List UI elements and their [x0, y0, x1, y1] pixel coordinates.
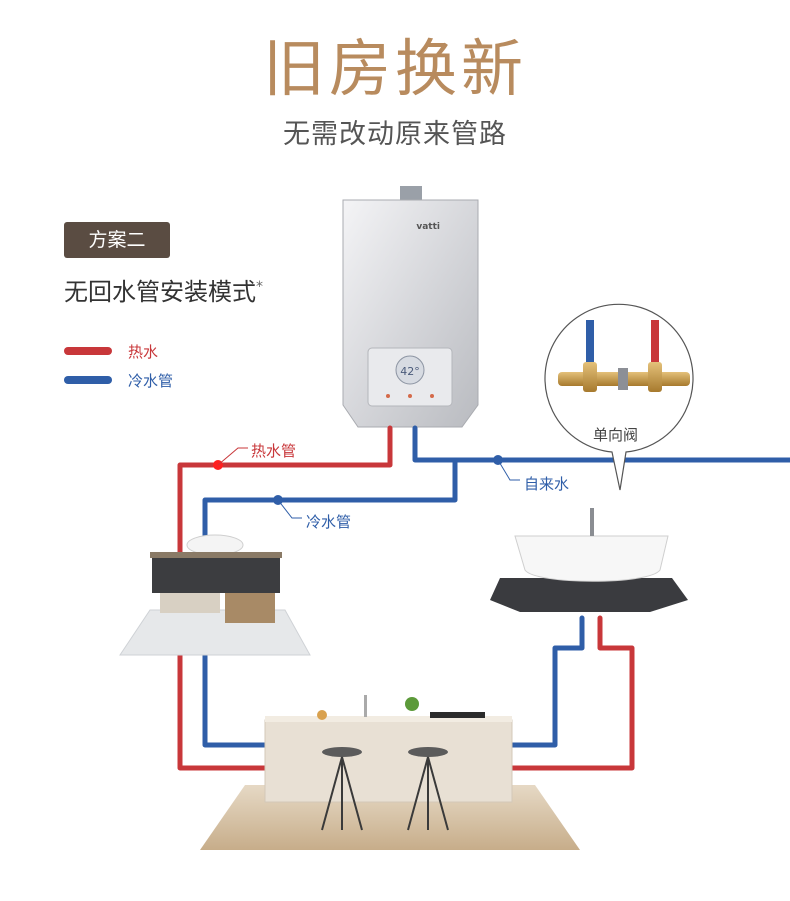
stool-seat — [322, 747, 362, 757]
hot-pipe-leader — [217, 447, 248, 466]
heater-flue — [400, 186, 422, 202]
heater-temperature: 42° — [400, 365, 420, 378]
bathtub — [490, 508, 688, 612]
vanity-shelf — [225, 593, 275, 623]
cold-pipe-sink — [509, 615, 585, 748]
legend-hot-label: 热水 — [128, 343, 159, 361]
check-valve-core — [618, 368, 628, 390]
island-counter — [264, 719, 513, 803]
heater-indicator — [408, 394, 412, 398]
bathroom-vanity — [119, 534, 311, 656]
heater-brand: vatti — [416, 222, 440, 232]
stool-legs — [321, 756, 363, 831]
cold-pipe-bath — [202, 457, 458, 543]
legend-cold-label: 冷水管 — [128, 372, 174, 390]
stool-seat — [408, 747, 448, 757]
vanity-cabinet — [152, 555, 280, 593]
hot-pipe-main — [177, 425, 393, 771]
tub-faucet — [590, 508, 594, 536]
mode-mark: * — [256, 279, 263, 295]
check-valve-callout — [544, 303, 694, 491]
tub-platform — [490, 578, 688, 612]
island-faucet — [364, 695, 367, 717]
vanity-top — [150, 552, 282, 558]
vanity-towels — [160, 593, 220, 613]
page-subtitle: 无需改动原来管路 — [283, 119, 507, 150]
bathroom-floor — [119, 609, 311, 656]
island-plant — [405, 697, 419, 711]
legend-hot-swatch — [64, 347, 112, 355]
hot-pipe-label: 热水管 — [251, 442, 297, 460]
tub-basin — [514, 535, 669, 582]
page-title: 旧房换新 — [262, 32, 527, 105]
legend-cold-swatch — [64, 376, 112, 384]
hot-pipe-sink — [509, 615, 635, 771]
cold-pipe-leader — [277, 499, 302, 519]
check-valve-fitting — [648, 362, 662, 392]
check-valve-fitting — [583, 362, 597, 392]
cold-pipe-kitchen — [202, 637, 268, 748]
heater-dial — [395, 355, 425, 385]
island-cooktop — [430, 712, 485, 718]
heater-indicator — [386, 394, 390, 398]
mode-label: 无回水管安装模式* — [64, 272, 263, 307]
mode-text: 无回水管安装模式 — [64, 278, 256, 306]
kitchen-island — [200, 695, 580, 850]
island-fruit — [317, 710, 327, 720]
island-top — [265, 716, 512, 722]
tap-water-leader — [497, 459, 520, 481]
check-valve-label: 单向阀 — [593, 426, 639, 444]
tap-water-label: 自来水 — [524, 475, 570, 493]
water-heater: 42° vatti — [342, 186, 479, 428]
plan-badge: 方案二 — [64, 222, 170, 258]
heater-indicator — [430, 394, 434, 398]
stool-legs — [407, 756, 449, 831]
cold-pipe-label: 冷水管 — [306, 513, 352, 531]
